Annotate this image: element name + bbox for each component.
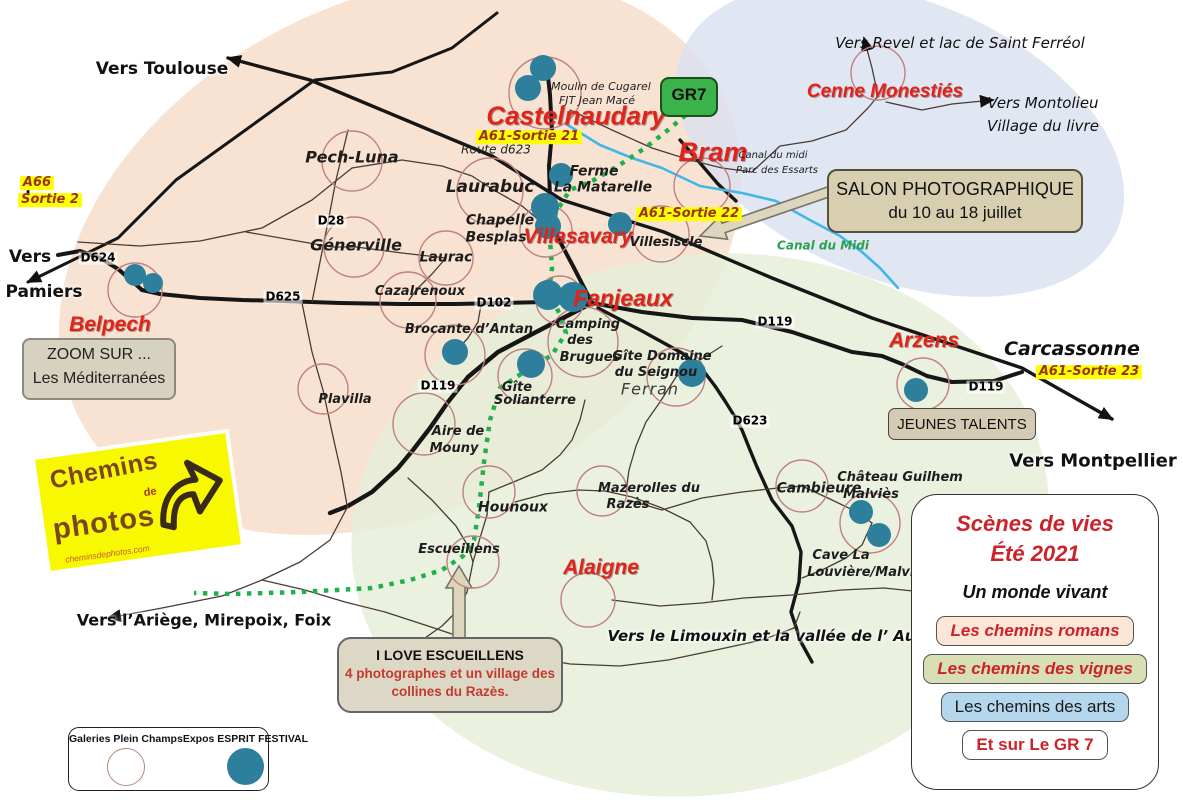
jeunes-talents-callout: JEUNES TALENTS xyxy=(888,408,1036,440)
road-m2 xyxy=(351,159,493,190)
road-d119-sud-ouest xyxy=(327,300,595,516)
salon-pointer-arrow xyxy=(698,184,837,241)
road-m20 xyxy=(627,485,803,511)
gallery-circle xyxy=(323,216,385,278)
road-m18 xyxy=(514,489,715,601)
gallery-circle xyxy=(775,459,829,513)
salon-title: SALON PHOTOGRAPHIQUE xyxy=(836,179,1074,199)
road-m23 xyxy=(625,376,677,493)
expo-dot xyxy=(442,339,468,365)
legend-galeries-label: Galeries Plein Champs xyxy=(69,733,183,745)
road-m4 xyxy=(245,231,447,259)
gallery-circle xyxy=(107,262,163,318)
i-love-line2: collines du Razès. xyxy=(391,684,509,699)
panel-theme-3: Et sur Le GR 7 xyxy=(962,730,1108,760)
zoom-sur-line2: Les Méditerranées xyxy=(32,370,166,387)
gallery-circle xyxy=(297,363,349,415)
gallery-circle xyxy=(560,572,616,628)
expo-dot xyxy=(678,359,706,387)
road-d119-est xyxy=(590,301,1024,384)
salon-photographique-callout: SALON PHOTOGRAPHIQUE du 10 au 18 juillet xyxy=(827,169,1083,233)
road-m10 xyxy=(751,95,879,173)
gallery-circle xyxy=(446,535,500,589)
road-m16 xyxy=(472,491,490,563)
expo-dot xyxy=(530,55,556,81)
i-love-line1: 4 photographes et un village des xyxy=(344,666,556,681)
gallery-circle xyxy=(392,392,456,456)
expo-dot xyxy=(549,163,573,187)
i-love-escueillens-callout: I LOVE ESCUEILLENS 4 photographes et un … xyxy=(337,637,563,713)
gr7-badge: GR7 xyxy=(660,77,718,117)
chemins-de-photos-logo: Chemins de photos cheminsdephotos.com xyxy=(35,433,241,571)
expo-dot-icon xyxy=(226,748,264,785)
panel-theme-1: Les chemins des vignes xyxy=(923,654,1147,684)
road-canal-du-midi xyxy=(564,122,900,290)
legend: Galeries Plein Champs Expos ESPRIT FESTI… xyxy=(68,727,308,791)
expo-dot xyxy=(517,350,545,378)
info-panel: Scènes de vies Été 2021 Un monde vivant … xyxy=(911,494,1159,790)
legend-expos-label: Expos ESPRIT FESTIVAL xyxy=(182,733,309,745)
expo-dot xyxy=(143,273,163,293)
road-m22 xyxy=(801,522,873,579)
gallery-circle xyxy=(456,157,524,225)
gr7-badge-label: GR7 xyxy=(671,85,707,104)
gallery-circle xyxy=(321,130,383,192)
expo-dot xyxy=(558,282,588,312)
gallery-circle xyxy=(839,492,901,554)
gallery-circle xyxy=(462,465,516,519)
panel-theme-2: Les chemins des arts xyxy=(940,692,1130,722)
panel-theme-0: Les chemins romans xyxy=(936,616,1134,646)
i-love-title: I LOVE ESCUEILLENS xyxy=(376,647,524,663)
road-m1 xyxy=(77,167,353,247)
gallery-circle xyxy=(497,348,553,404)
zoom-sur-line1: ZOOM SUR ... xyxy=(47,346,151,363)
expo-dot xyxy=(124,264,146,286)
road-vers-montolieu-route xyxy=(885,94,995,111)
gallery-circle xyxy=(632,205,690,263)
legend-expos: Expos ESPRIT FESTIVAL xyxy=(183,733,308,790)
expo-dot xyxy=(515,75,541,101)
expo-dot xyxy=(849,500,873,524)
gallery-circle xyxy=(418,230,474,286)
expo-dot xyxy=(535,213,561,239)
gallery-circle xyxy=(379,271,437,329)
logo-arrow-icon xyxy=(160,459,223,531)
road-bram-traverse xyxy=(678,138,738,203)
expo-dot xyxy=(867,523,891,547)
salon-dates: du 10 au 18 juillet xyxy=(888,203,1022,222)
road-m17 xyxy=(488,399,586,493)
gallery-circle xyxy=(850,45,906,101)
expo-dot xyxy=(608,212,632,236)
road-d625-d102 xyxy=(140,288,594,306)
road-n113-castelnaudary-fanjeaux xyxy=(544,56,594,305)
road-m8 xyxy=(301,302,348,506)
panel-title-line2: Été 2021 xyxy=(990,541,1080,566)
road-m9 xyxy=(569,109,753,173)
legend-galeries: Galeries Plein Champs xyxy=(69,733,183,790)
panel-title-line1: Scènes de vies xyxy=(956,511,1114,536)
road-m5 xyxy=(408,257,447,301)
panel-subtitle: Un monde vivant xyxy=(962,582,1108,602)
gallery-circle-icon xyxy=(106,748,145,786)
expo-dot xyxy=(904,378,928,402)
road-route-nord xyxy=(313,11,499,82)
expo-dot xyxy=(533,280,563,310)
gallery-circle xyxy=(576,465,628,517)
logo-word-photos: photos xyxy=(50,499,157,546)
zoom-sur-callout: ZOOM SUR ... Les Méditerranées xyxy=(22,338,176,400)
